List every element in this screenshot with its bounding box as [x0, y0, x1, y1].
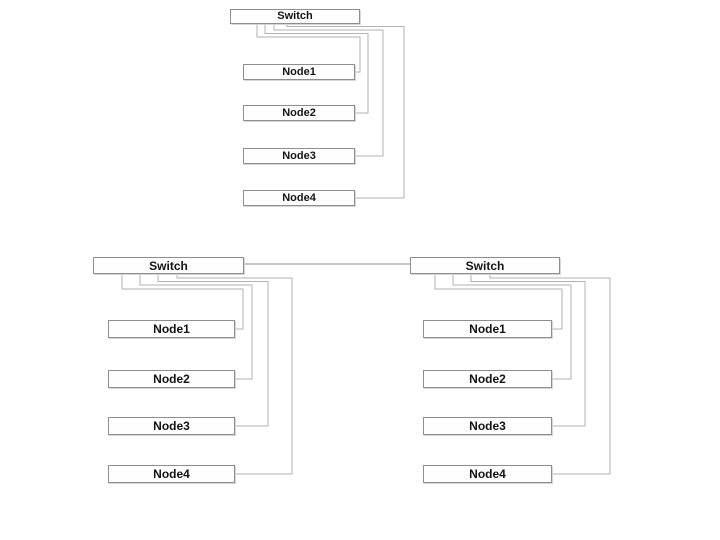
wire-top-switch-node3 — [273, 24, 384, 157]
node-box-right-3: Node3 — [423, 417, 552, 435]
wire-top-switch-node2 — [264, 24, 369, 114]
node-label: Node1 — [153, 322, 190, 336]
wire-top-switch-node1 — [256, 24, 361, 73]
switch-label: Switch — [277, 10, 313, 22]
wire-left-switch-node4 — [176, 274, 293, 475]
node-box-right-1: Node1 — [423, 320, 552, 338]
wire-right-switch-node3 — [470, 274, 586, 427]
switch-box-top: Switch — [230, 9, 360, 24]
node-label: Node2 — [153, 372, 190, 386]
wire-left-switch-node1 — [121, 274, 244, 330]
node-box-top-3: Node3 — [243, 148, 355, 164]
node-box-top-4: Node4 — [243, 190, 355, 206]
node-box-left-3: Node3 — [108, 417, 235, 435]
node-label: Node4 — [282, 191, 316, 204]
node-box-left-2: Node2 — [108, 370, 235, 388]
node-label: Node3 — [153, 419, 190, 433]
node-label: Node3 — [469, 419, 506, 433]
wire-top-switch-node4 — [286, 24, 405, 199]
node-label: Node2 — [282, 106, 316, 119]
node-box-top-2: Node2 — [243, 105, 355, 121]
node-label: Node4 — [153, 467, 190, 481]
node-label: Node2 — [469, 372, 506, 386]
node-box-top-1: Node1 — [243, 64, 355, 80]
wire-right-switch-node1 — [434, 274, 563, 330]
switch-label: Switch — [149, 258, 188, 273]
node-box-left-1: Node1 — [108, 320, 235, 338]
wire-right-switch-node2 — [452, 274, 572, 380]
node-box-right-2: Node2 — [423, 370, 552, 388]
wire-left-switch-node3 — [157, 274, 269, 427]
node-label: Node4 — [469, 467, 506, 481]
switch-box-left: Switch — [93, 257, 244, 274]
wire-right-switch-node4 — [489, 274, 611, 475]
node-box-left-4: Node4 — [108, 465, 235, 483]
node-label: Node1 — [282, 65, 316, 78]
switch-box-right: Switch — [410, 257, 560, 274]
node-label: Node1 — [469, 322, 506, 336]
node-label: Node3 — [282, 149, 316, 162]
node-box-right-4: Node4 — [423, 465, 552, 483]
switch-label: Switch — [465, 258, 505, 273]
wire-left-switch-node2 — [139, 274, 253, 380]
